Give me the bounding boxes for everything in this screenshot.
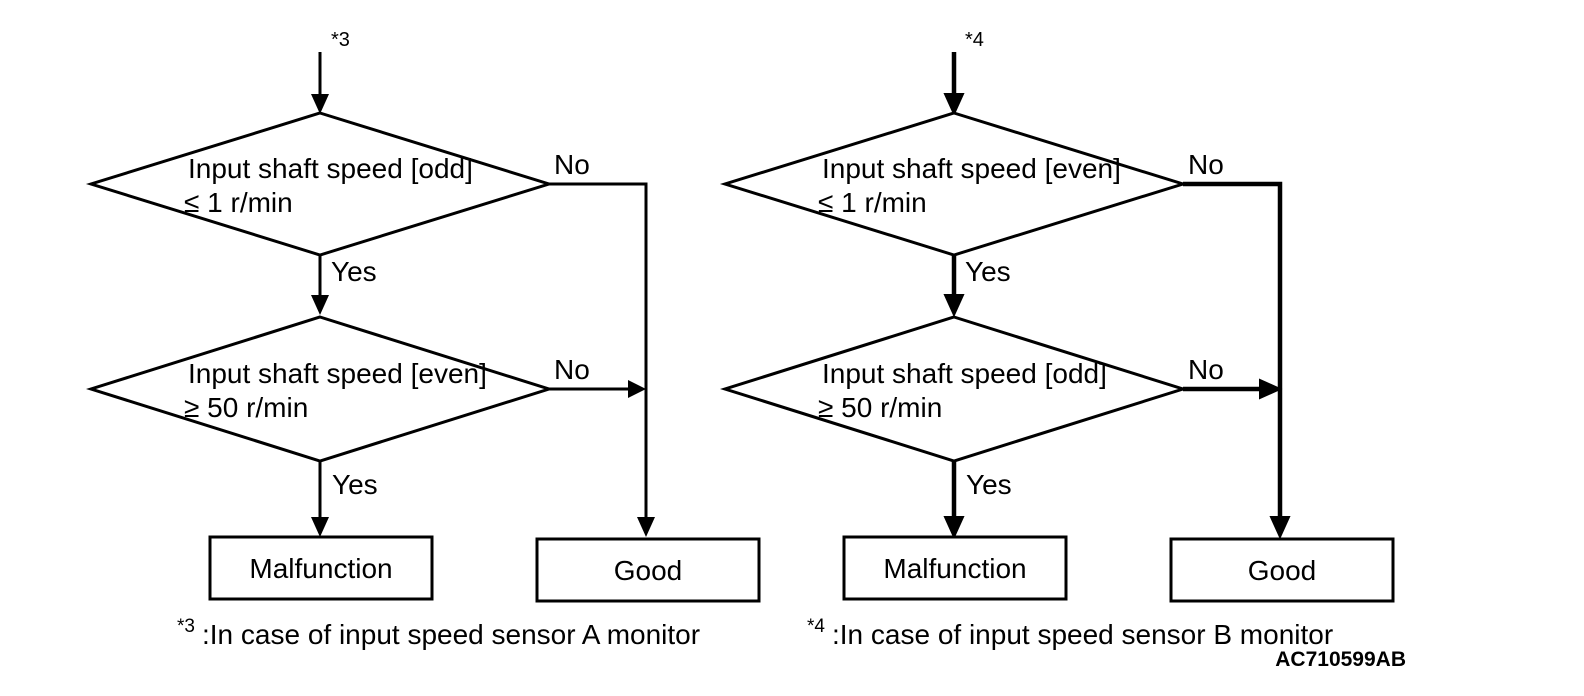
no-2-label: No: [554, 354, 590, 385]
sensor-a-flowchart: *3 Input shaft speed [odd] ≤ 1 r/min No …: [85, 29, 761, 650]
no-2-arrowhead: [1259, 378, 1283, 400]
malfunction-label: Malfunction: [883, 553, 1026, 584]
no-1-label: No: [1188, 149, 1224, 180]
yes-1-label: Yes: [965, 256, 1011, 287]
decision-1-text-line1: Input shaft speed [even]: [822, 153, 1121, 184]
decision-2-diamond: [719, 315, 1189, 463]
decision-2-diamond: [85, 315, 555, 463]
malfunction-label: Malfunction: [249, 553, 392, 584]
no-2-label: No: [1188, 354, 1224, 385]
start-ref-label: *3: [331, 29, 350, 51]
decision-2-text-line1: Input shaft speed [even]: [188, 358, 487, 389]
yes-1-arrowhead: [311, 295, 329, 315]
decision-2-text-line2: ≥ 50 r/min: [184, 392, 308, 423]
no-1-label: No: [554, 149, 590, 180]
start-arrowhead: [311, 94, 329, 114]
footnote-ref: *3: [177, 616, 195, 637]
start-ref-label: *4: [965, 29, 984, 51]
decision-1-diamond: [85, 111, 555, 257]
no-1-arrowhead: [1269, 516, 1291, 540]
sensor-b-flowchart: *4 Input shaft speed [even] ≤ 1 r/min No…: [719, 29, 1395, 650]
decision-2-text-line2: ≥ 50 r/min: [818, 392, 942, 423]
decision-1-diamond: [719, 111, 1189, 257]
yes-2-label: Yes: [966, 469, 1012, 500]
good-label: Good: [614, 555, 683, 586]
footnote-text: :In case of input speed sensor B monitor: [832, 619, 1333, 650]
yes-1-arrowhead: [943, 294, 965, 318]
malfunction-box: [208, 535, 434, 601]
yes-2-arrowhead: [311, 517, 329, 537]
good-box: [1169, 537, 1395, 603]
decision-2-text-line1: Input shaft speed [odd]: [822, 358, 1107, 389]
footnote-ref: *4: [807, 616, 825, 637]
yes-2-arrowhead: [943, 516, 965, 540]
decision-1-text-line2: ≤ 1 r/min: [818, 187, 927, 218]
no-1-path: [549, 182, 648, 519]
malfunction-box: [842, 535, 1068, 601]
good-box: [535, 537, 761, 603]
yes-1-label: Yes: [331, 256, 377, 287]
start-arrowhead: [943, 93, 965, 117]
good-label: Good: [1248, 555, 1317, 586]
yes-2-label: Yes: [332, 469, 378, 500]
no-1-arrowhead: [637, 517, 655, 537]
decision-1-text-line2: ≤ 1 r/min: [184, 187, 293, 218]
figure-code: AC710599AB: [1275, 648, 1406, 671]
footnote-text: :In case of input speed sensor A monitor: [202, 619, 700, 650]
no-2-arrowhead: [628, 380, 646, 398]
decision-1-text-line1: Input shaft speed [odd]: [188, 153, 473, 184]
no-1-path: [1183, 181, 1283, 519]
